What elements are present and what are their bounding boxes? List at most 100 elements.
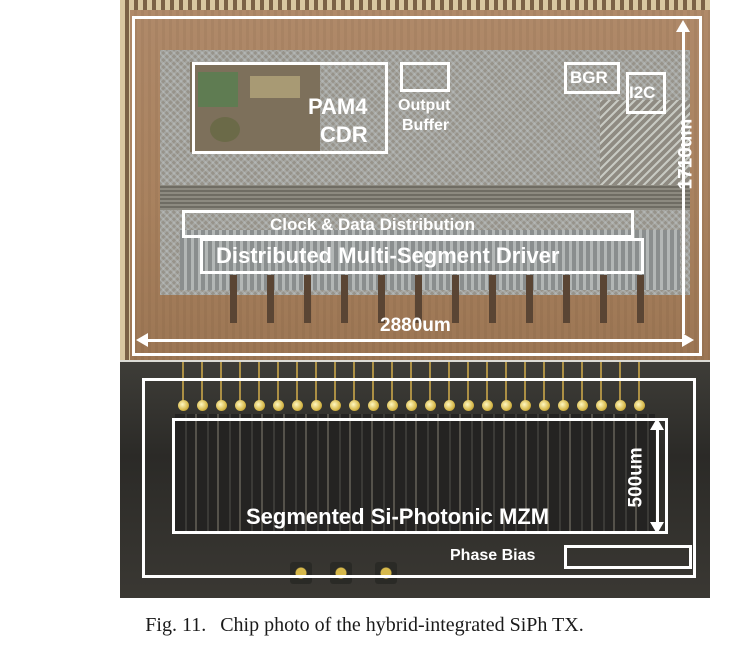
buffer-label: Buffer xyxy=(402,117,450,134)
bond-pad xyxy=(406,400,417,411)
bond-pad xyxy=(311,400,322,411)
bond-wire xyxy=(258,362,260,402)
bond-wire xyxy=(182,362,184,402)
height-dimension-label: 1710um xyxy=(675,118,697,190)
mzm-label: Segmented Si-Photonic MZM xyxy=(246,504,550,529)
driver-die xyxy=(120,0,710,360)
bond-wire xyxy=(600,362,602,402)
bond-wire xyxy=(429,362,431,402)
bond-wire xyxy=(353,362,355,402)
bond-pad xyxy=(197,400,208,411)
mzm-die-outline xyxy=(142,378,696,578)
output-label: Output xyxy=(398,97,451,114)
top-pad-ring xyxy=(120,0,710,10)
driver-finger xyxy=(415,275,422,323)
bond-wire xyxy=(391,362,393,402)
bond-pad xyxy=(387,400,398,411)
width-arrow xyxy=(146,339,684,342)
bond-wire xyxy=(467,362,469,402)
bond-pad xyxy=(254,400,265,411)
bond-pad xyxy=(501,400,512,411)
bond-wire xyxy=(220,362,222,402)
bond-wire xyxy=(201,362,203,402)
arrow-left-head xyxy=(136,333,148,347)
clock-data-box xyxy=(182,210,634,238)
driver-finger xyxy=(267,275,274,323)
bond-pad xyxy=(596,400,607,411)
bond-pad xyxy=(368,400,379,411)
height-arrow xyxy=(682,30,685,334)
driver-finger xyxy=(563,275,570,323)
arrow-right-head xyxy=(682,333,694,347)
driver-finger xyxy=(600,275,607,323)
bond-pad xyxy=(425,400,436,411)
bond-wire xyxy=(543,362,545,402)
mzm-height-arrow xyxy=(656,426,659,526)
bond-pad xyxy=(216,400,227,411)
driver-finger xyxy=(526,275,533,323)
bond-wire xyxy=(638,362,640,402)
bond-pad xyxy=(292,400,303,411)
bond-pad xyxy=(634,400,645,411)
bond-pad xyxy=(178,400,189,411)
left-pad-ring xyxy=(120,0,130,360)
bias-pad xyxy=(375,562,397,584)
bond-pad xyxy=(577,400,588,411)
driver-box xyxy=(200,238,644,274)
bond-pad xyxy=(463,400,474,411)
pam4-label: PAM4 xyxy=(308,94,368,119)
driver-label: Distributed Multi-Segment Driver xyxy=(216,243,560,268)
bond-wire xyxy=(315,362,317,402)
bond-pad xyxy=(482,400,493,411)
i2c-label: I2C xyxy=(629,83,656,102)
driver-finger xyxy=(637,275,644,323)
bond-wire xyxy=(581,362,583,402)
bond-pad xyxy=(558,400,569,411)
mzm-segments xyxy=(175,414,655,534)
bond-wire xyxy=(334,362,336,402)
driver-finger xyxy=(489,275,496,323)
bond-wire xyxy=(296,362,298,402)
bias-pad xyxy=(290,562,312,584)
i2c-box xyxy=(626,72,666,114)
driver-finger xyxy=(230,275,237,323)
bond-pad xyxy=(349,400,360,411)
bond-wire xyxy=(505,362,507,402)
driver-finger xyxy=(304,275,311,323)
bond-pad xyxy=(520,400,531,411)
driver-finger xyxy=(341,275,348,323)
bond-pad xyxy=(539,400,550,411)
pam4-cdr-box xyxy=(192,62,388,154)
mzm-die xyxy=(120,362,710,598)
driver-die-outline xyxy=(132,16,702,356)
bond-wire xyxy=(372,362,374,402)
figure-caption: Fig. 11. Chip photo of the hybrid-integra… xyxy=(0,614,729,637)
mzm-arrow-up-head xyxy=(650,418,664,430)
bond-wire xyxy=(410,362,412,402)
bond-pad xyxy=(615,400,626,411)
arrow-up-head xyxy=(676,20,690,32)
bond-wire xyxy=(562,362,564,402)
width-dimension-label: 2880um xyxy=(380,315,451,336)
caption-text: Chip photo of the hybrid-integrated SiPh… xyxy=(220,614,584,636)
bond-wire xyxy=(524,362,526,402)
bond-wire xyxy=(277,362,279,402)
bgr-box xyxy=(564,62,620,94)
bond-wire xyxy=(448,362,450,402)
driver-finger xyxy=(378,275,385,323)
bond-pad xyxy=(273,400,284,411)
bias-pad xyxy=(330,562,352,584)
cdr-circuit-block xyxy=(190,62,320,152)
phase-bias-label: Phase Bias xyxy=(450,547,536,564)
bond-pad xyxy=(444,400,455,411)
bond-pad xyxy=(330,400,341,411)
mzm-height-label: 500um xyxy=(625,447,647,508)
driver-finger xyxy=(452,275,459,323)
cdr-label: CDR xyxy=(320,122,368,147)
chip-photo: PAM4 CDR Output Buffer BGR I2C Clock & D… xyxy=(120,0,710,598)
output-buffer-box xyxy=(400,62,450,92)
bond-wire xyxy=(239,362,241,402)
figure-number: Fig. 11. xyxy=(145,614,207,636)
phase-bias-box xyxy=(564,545,692,569)
clock-data-label: Clock & Data Distribution xyxy=(270,215,475,234)
